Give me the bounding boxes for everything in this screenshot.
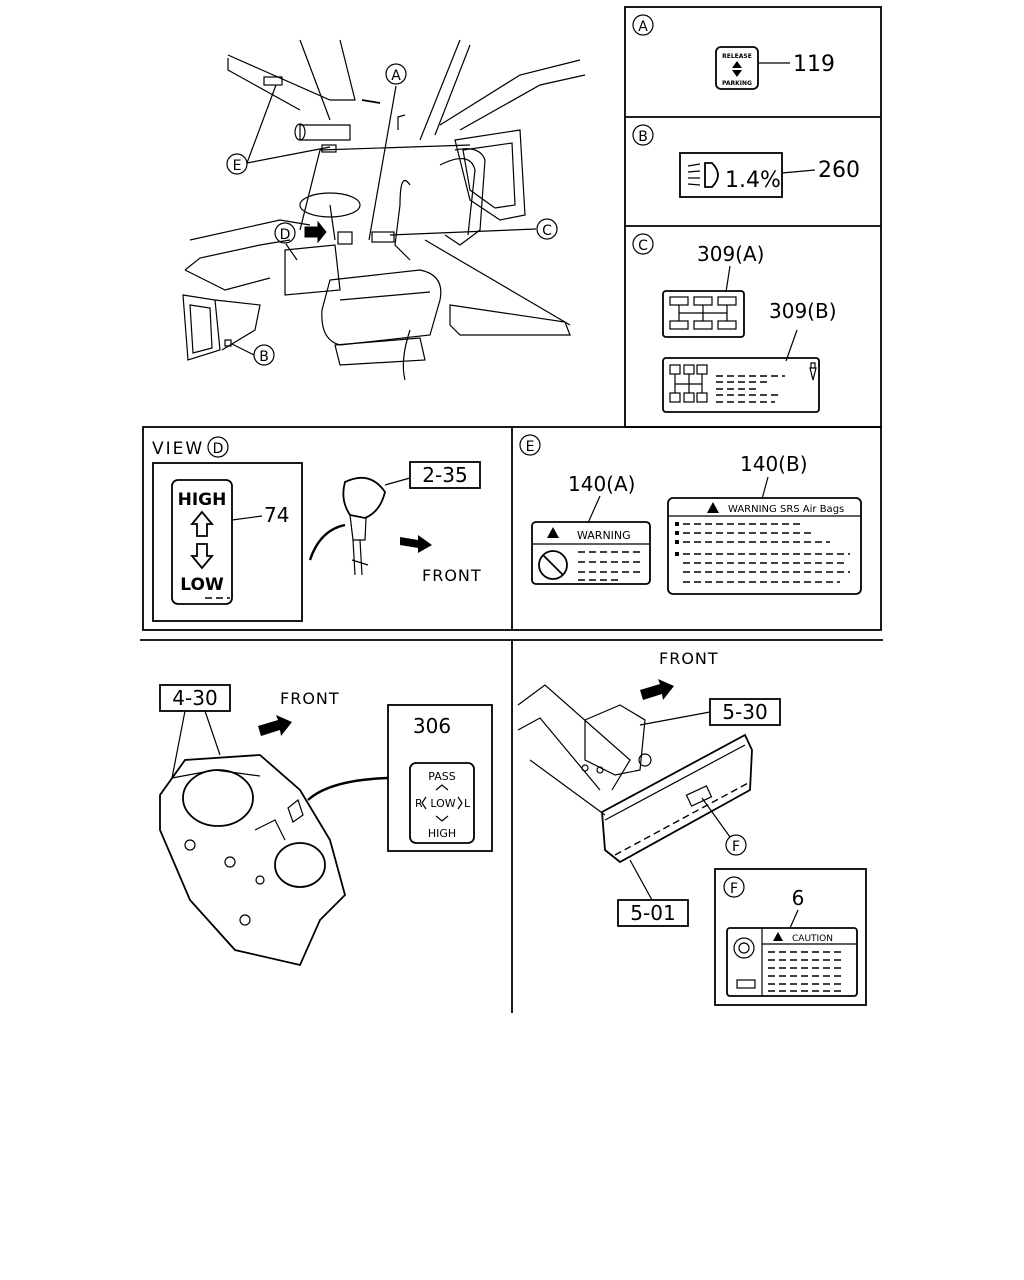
panel-c: C 309(A) 309(B) — [632, 233, 837, 413]
dimmer-switch-label — [409, 762, 475, 844]
bracket — [584, 704, 646, 776]
pen-icon — [809, 362, 817, 381]
svg-text:WARNING: WARNING — [577, 529, 631, 542]
arrow-up-icon — [190, 510, 214, 537]
svg-text:F: F — [730, 881, 738, 897]
svg-text:C: C — [638, 238, 648, 254]
svg-text:FRONT: FRONT — [659, 649, 719, 668]
svg-text:E: E — [233, 158, 242, 174]
caution-label-location — [685, 785, 713, 807]
part-number-119: 119 — [793, 52, 835, 77]
warning-label-140a — [531, 521, 651, 585]
release-parking-label — [715, 46, 759, 90]
combination-switch-housing — [159, 754, 347, 967]
svg-text:1.4%: 1.4% — [725, 168, 781, 193]
part-number-140a: 140(A) — [568, 472, 635, 496]
svg-text:D: D — [213, 441, 224, 457]
part-number-5-01: 5-01 — [630, 901, 675, 925]
view-d-title: VIEW — [152, 439, 204, 459]
front-arrow-icon-lower-left — [258, 715, 292, 736]
arrow-down-icon — [190, 543, 214, 570]
svg-text:E: E — [526, 439, 535, 455]
srs-airbag-warning-label — [667, 497, 862, 595]
front-arrow-icon — [400, 535, 432, 553]
svg-text:WARNING SRS Air Bags: WARNING SRS Air Bags — [728, 504, 844, 515]
callout-d-main: D — [274, 222, 296, 244]
svg-text:L: L — [464, 797, 471, 810]
panel-a: A RELEASE PARKING 119 — [632, 14, 835, 90]
svg-text:LOW: LOW — [430, 797, 455, 810]
cross-member — [601, 733, 753, 864]
panel-f — [714, 868, 867, 1006]
svg-text:A: A — [638, 19, 648, 35]
panel-b: B 1.4% 260 — [632, 124, 860, 198]
svg-text:R: R — [415, 797, 423, 810]
svg-text:B: B — [259, 349, 269, 365]
high-low-label — [171, 479, 233, 605]
frame-lines — [140, 6, 883, 1013]
part-number-6: 6 — [792, 886, 805, 910]
view-d-panel: VIEW D HIGH LOW 74 2-35 FRONT — [152, 436, 482, 622]
callout-b-main: B — [253, 344, 275, 366]
part-number-74: 74 — [264, 503, 289, 527]
callout-e-main: E — [226, 153, 248, 175]
svg-text:B: B — [638, 129, 648, 145]
svg-text:F: F — [732, 839, 740, 855]
part-number-309a: 309(A) — [697, 242, 764, 266]
part-number-4-30: 4-30 — [172, 686, 217, 710]
lower-right-panel: FRONT 5-30 F 5-01 F 6 CAUTION — [517, 649, 867, 1006]
svg-text:A: A — [391, 68, 401, 84]
svg-text:HIGH: HIGH — [178, 490, 227, 510]
svg-text:CAUTION: CAUTION — [792, 934, 833, 944]
shift-knob — [342, 476, 386, 519]
caution-label-6 — [726, 927, 858, 997]
svg-text:D: D — [280, 227, 291, 243]
no-smoking-icon — [538, 550, 568, 580]
svg-text:HIGH: HIGH — [428, 827, 456, 840]
svg-text:PASS: PASS — [428, 770, 455, 783]
svg-text:PARKING: PARKING — [722, 80, 752, 87]
svg-text:LOW: LOW — [180, 575, 224, 595]
part-number-309b: 309(B) — [769, 299, 837, 323]
svg-text:FRONT: FRONT — [280, 689, 340, 708]
headlamp-level-label — [679, 152, 783, 198]
part-number-140b: 140(B) — [740, 452, 808, 476]
cab-interior-illustration — [182, 39, 586, 381]
transfer-case-label-b — [662, 357, 820, 413]
part-number-306: 306 — [413, 714, 451, 738]
warning-triangle-icon — [547, 527, 559, 538]
svg-text:FRONT: FRONT — [422, 566, 482, 585]
panel-e: E 140(A) WARNING 140(B) WARNING SRS Air … — [519, 434, 862, 595]
transfer-case-label-a — [662, 290, 745, 338]
part-number-260: 260 — [818, 158, 860, 183]
front-arrow-icon-lower-right — [640, 679, 674, 700]
svg-text:RELEASE: RELEASE — [722, 53, 752, 60]
callout-a-main: A — [385, 63, 407, 85]
lower-left-panel: 4-30 FRONT 306 PASS R LOW L HIGH — [159, 684, 493, 967]
svg-text:C: C — [542, 223, 552, 239]
callout-leaders — [231, 84, 537, 356]
headlamp-icon — [704, 162, 719, 188]
part-number-2-35: 2-35 — [422, 463, 467, 487]
part-number-5-30: 5-30 — [722, 700, 767, 724]
callout-c-main: C — [536, 218, 558, 240]
